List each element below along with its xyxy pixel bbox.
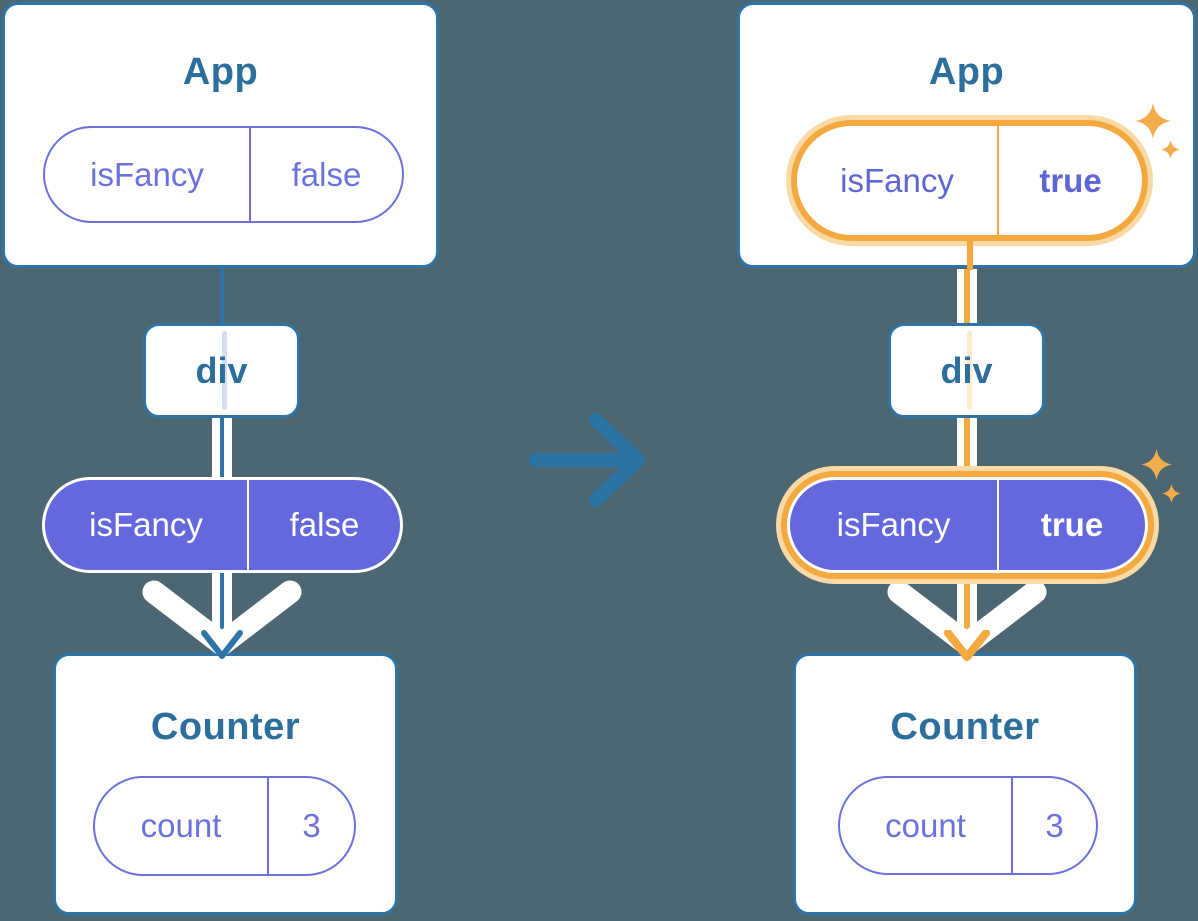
pipe-white-stripe [970, 269, 977, 324]
pill-divider [267, 778, 269, 874]
state-pill: count 3 [93, 776, 356, 876]
orange-arrowhead-down-icon [944, 630, 990, 661]
state-value: 3 [1045, 806, 1064, 844]
sparkle-icon-large [1135, 103, 1171, 139]
props-name: isFancy [89, 506, 203, 543]
prop-pill-highlighted: isFancy true [791, 120, 1148, 241]
counter-card-after: Counter count 3 [793, 653, 1137, 915]
blue-arrowhead-down-icon [201, 630, 243, 659]
pipe-white-stripe [957, 572, 964, 644]
pipe-orange-stripe [964, 572, 970, 644]
prop-value: true [1039, 161, 1102, 199]
white-chevron-arrow-icon [142, 580, 302, 656]
left-app-div-connector [220, 265, 224, 324]
div-card-before: div [143, 323, 300, 418]
pipe-blue-stripe [220, 417, 224, 478]
pipe-trace-line [222, 331, 227, 410]
app-card-before: App isFancy false [2, 2, 439, 268]
counter-card-before: Counter count 3 [53, 653, 398, 915]
prop-name: isFancy [90, 155, 204, 193]
pipe-white-stripe [970, 572, 977, 644]
left-props-pipe-lower [212, 570, 232, 642]
state-value: 3 [302, 807, 321, 844]
left-props-pipe-upper [212, 417, 232, 478]
white-chevron-arrow-icon [887, 580, 1047, 656]
pill-divider [1011, 778, 1013, 873]
pill-divider [249, 128, 251, 221]
sparkle-icon-small [1162, 484, 1181, 503]
pill-divider [997, 126, 999, 235]
prop-value: false [291, 155, 362, 193]
pipe-trace-line [967, 331, 972, 410]
pipe-white-stripe [970, 417, 977, 470]
app-title: App [928, 51, 1005, 93]
pipe-white-stripe [212, 417, 220, 478]
sparkle-icon-small [1161, 140, 1180, 159]
div-card-after: div [888, 323, 1045, 418]
app-title: App [182, 51, 259, 93]
sparkle-icon-large [1141, 449, 1172, 480]
props-value: false [289, 506, 360, 543]
pipe-white-stripe [957, 269, 964, 324]
pipe-blue-stripe [220, 570, 224, 642]
right-props-pipe-lower [957, 572, 977, 644]
state-name: count [140, 807, 222, 844]
prop-name: isFancy [840, 161, 954, 199]
state-pill: count 3 [838, 776, 1098, 875]
props-name: isFancy [836, 506, 951, 543]
orange-pipe-stub [967, 236, 973, 270]
counter-title: Counter [150, 706, 301, 748]
pipe-white-stripe [957, 417, 964, 470]
pipe-white-stripe [224, 570, 232, 642]
pill-divider [997, 480, 999, 570]
transition-arrow-icon [529, 413, 645, 507]
counter-title: Counter [890, 706, 1040, 748]
div-label: div [940, 349, 993, 391]
state-name: count [885, 806, 966, 844]
pipe-white-stripe [212, 570, 220, 642]
props-pill-before: isFancy false [42, 477, 403, 573]
pipe-orange-stripe [964, 417, 970, 470]
props-value: true [1040, 506, 1104, 543]
pill-divider [247, 480, 249, 570]
prop-pill: isFancy false [43, 126, 404, 223]
div-label: div [195, 349, 248, 391]
right-props-pipe-top [957, 269, 977, 324]
pipe-orange-stripe [964, 269, 970, 324]
right-props-pipe-upper [957, 417, 977, 470]
props-pill-highlighted: isFancy true [787, 477, 1148, 573]
app-card-after: App isFancy true [737, 2, 1196, 270]
pipe-white-stripe [224, 417, 232, 478]
